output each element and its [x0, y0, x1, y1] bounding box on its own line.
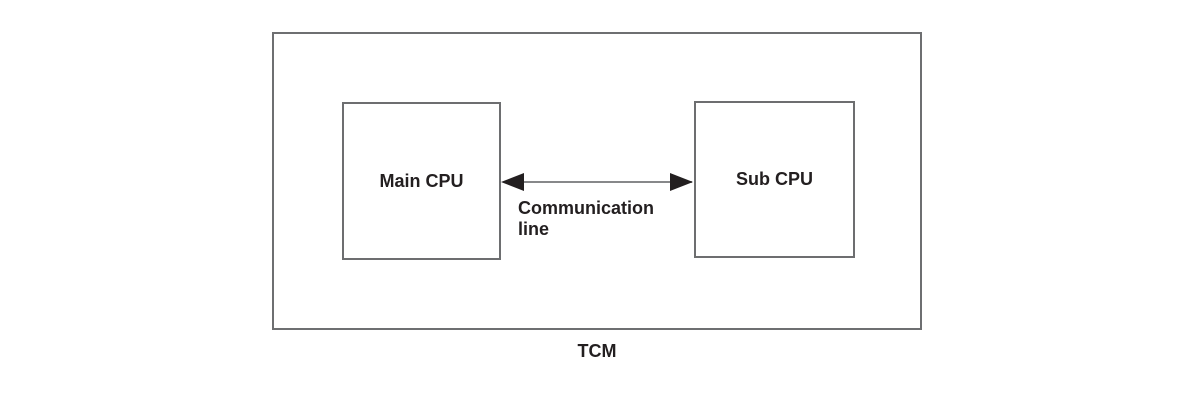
main-cpu-label: Main CPU [379, 170, 464, 191]
communication-line-label: Communication line [518, 198, 655, 239]
tcm-label: TCM [577, 341, 617, 361]
arrowhead-right-icon [670, 173, 693, 191]
communication-arrow-line [506, 181, 692, 183]
main-cpu-node: Main CPU [342, 102, 501, 260]
arrowhead-left-icon [501, 173, 524, 191]
sub-cpu-label: Sub CPU [735, 169, 813, 189]
sub-cpu-node: Sub CPU [694, 101, 855, 258]
